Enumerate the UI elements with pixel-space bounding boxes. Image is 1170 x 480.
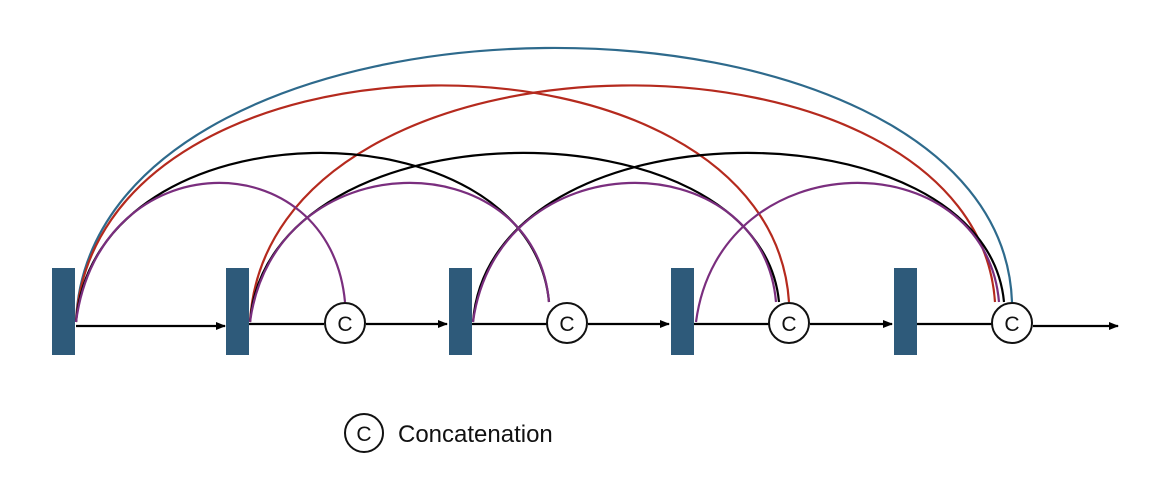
skip-arc-blue-1 [74, 46, 1014, 323]
concat-node-2: C [546, 302, 588, 344]
legend: C Concatenation [344, 413, 553, 453]
concat-circle [991, 302, 1033, 344]
layer-block-3 [449, 268, 472, 355]
skip-arc-purple-2 [248, 181, 551, 323]
concat-node-1: C [324, 302, 366, 344]
legend-concat-icon [344, 413, 384, 453]
legend-label: Concatenation [398, 421, 553, 448]
concat-nodes: C C C C [324, 302, 1033, 344]
layer-block-2 [226, 268, 249, 355]
skip-arc-black-2 [248, 151, 781, 323]
skip-arc-purple-3 [471, 181, 778, 323]
layer-block-1 [52, 268, 75, 355]
layer-block-5 [894, 268, 917, 355]
skip-arc-purple-1 [74, 181, 347, 323]
concat-symbol: C [559, 313, 574, 336]
layer-blocks [52, 268, 917, 355]
concat-symbol: C [1004, 313, 1019, 336]
legend-concat-symbol: C [356, 423, 371, 446]
main-flow [76, 320, 1119, 330]
concat-node-4: C [991, 302, 1033, 344]
skip-arc-red-1 [74, 84, 791, 323]
concat-symbol: C [781, 313, 796, 336]
layer-block-4 [671, 268, 694, 355]
skip-arc-black-3 [471, 151, 1006, 323]
concat-circle [546, 302, 588, 344]
concat-circle [324, 302, 366, 344]
skip-arc-purple-4 [694, 181, 1001, 323]
concat-symbol: C [337, 313, 352, 336]
skip-arc-red-2 [248, 84, 997, 323]
concat-circle [768, 302, 810, 344]
skip-connections [74, 46, 1014, 323]
concat-node-3: C [768, 302, 810, 344]
